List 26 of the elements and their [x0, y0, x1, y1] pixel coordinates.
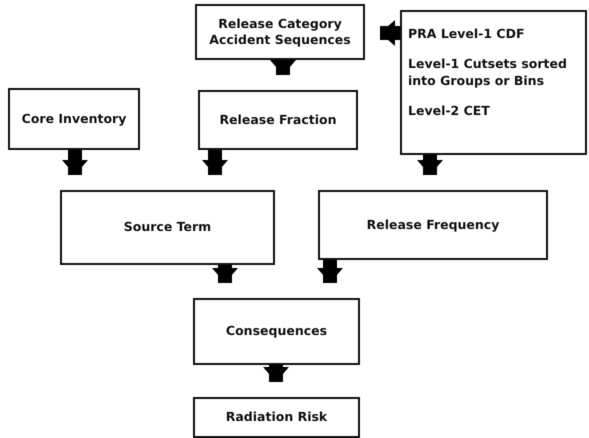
process-box — [318, 190, 548, 260]
arrow — [317, 260, 343, 283]
box-label: Level-2 CET — [408, 102, 490, 119]
process-box — [195, 4, 365, 60]
process-box — [60, 190, 275, 265]
process-box — [193, 298, 360, 365]
box-label: Consequences — [226, 323, 328, 340]
arrow — [62, 150, 88, 175]
process-box — [198, 90, 358, 150]
box-label: PRA Level-1 CDF — [408, 26, 524, 42]
process-box — [193, 397, 360, 438]
box-label: Source Term — [124, 219, 212, 236]
box-label: Release Category Accident Sequences — [208, 16, 352, 48]
box-label: Radiation Risk — [226, 409, 328, 426]
box-label: Level-1 Cutsets sorted into Groups or Bins — [408, 56, 568, 89]
arrow — [212, 265, 238, 283]
box-label: Core Inventory — [22, 110, 126, 128]
process-box — [8, 88, 140, 150]
box-label: Release Frequency — [366, 216, 500, 234]
box-label: Release Fraction — [219, 112, 337, 128]
arrow — [202, 150, 228, 175]
process-box — [400, 10, 587, 155]
arrow — [380, 20, 400, 46]
arrow — [270, 60, 296, 75]
arrow — [263, 365, 289, 382]
arrow — [417, 155, 443, 175]
